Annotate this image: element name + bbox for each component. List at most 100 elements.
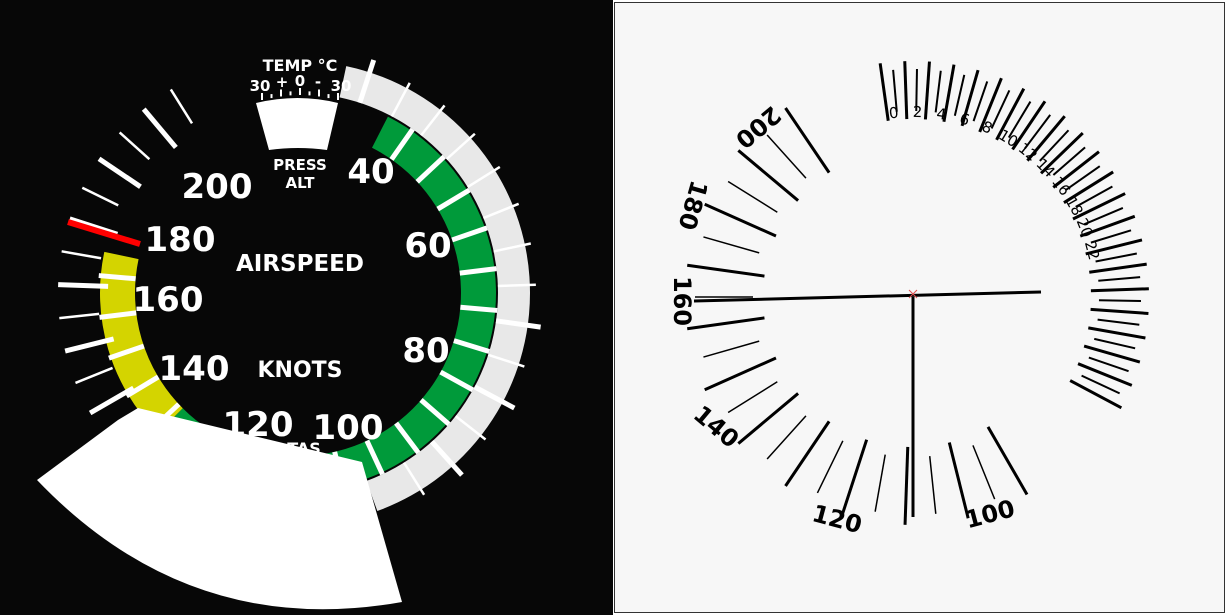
speed-tick <box>903 446 910 525</box>
arc-tick <box>978 77 1003 133</box>
temp-label: TEMP °C <box>263 56 338 75</box>
band-tick <box>429 439 464 477</box>
speed-label: 100 <box>313 408 384 448</box>
outer-left-tick <box>61 250 102 260</box>
band-tick <box>420 104 446 137</box>
press-alt-window <box>256 98 338 150</box>
arc-tick <box>934 70 942 113</box>
scale-label: 4 <box>935 105 947 124</box>
band-tick <box>402 461 426 496</box>
speed-tick <box>986 426 1029 496</box>
speed-tick <box>784 107 831 174</box>
speed-tick <box>727 180 778 213</box>
band-tick <box>445 132 476 161</box>
arc-tick <box>1090 229 1132 244</box>
speed-tick <box>784 420 831 487</box>
arc-separator-tick <box>415 154 446 184</box>
arc-tick <box>1026 115 1066 162</box>
speed-label: 120 <box>223 405 294 445</box>
arc-separator-tick <box>364 439 385 476</box>
outer-left-tick <box>118 131 151 161</box>
arc-tick <box>1077 362 1133 387</box>
tas-ring-cover <box>37 408 402 610</box>
arc-tick <box>1097 318 1140 326</box>
scale-label: 22 <box>1081 239 1103 262</box>
arc-separator-tick <box>99 310 137 320</box>
arc-tick <box>1079 214 1136 238</box>
speed-tick <box>766 415 807 460</box>
arc-tick <box>990 89 1011 129</box>
arc-tick <box>923 61 931 120</box>
arc-tick <box>953 74 966 116</box>
speed-label: 160 <box>133 280 204 320</box>
arc-tick <box>1083 344 1141 364</box>
arc-separator-tick <box>460 304 498 313</box>
arc-separator-tick <box>394 421 421 455</box>
speed-tick <box>687 263 765 278</box>
outer-left-tick <box>81 186 119 207</box>
speed-label: 140 <box>159 349 230 389</box>
speed-tick <box>947 442 970 519</box>
temp-scale-label: 0 <box>295 72 305 90</box>
arc-separator-tick <box>98 273 136 282</box>
scale-label: 12 <box>1015 139 1041 165</box>
scale-label: 20 <box>1073 215 1097 239</box>
band-tick <box>473 384 516 411</box>
speed-label: 180 <box>672 177 713 233</box>
arc-tick <box>892 69 898 112</box>
outer-left-tick <box>75 366 114 385</box>
speed-tick <box>704 202 777 238</box>
arc-tick <box>1088 356 1129 373</box>
scale-label: 16 <box>1048 173 1074 199</box>
speed-label: 80 <box>402 331 449 371</box>
speed-label: 60 <box>404 226 451 266</box>
arc-tick <box>1039 129 1070 162</box>
speed-tick <box>841 439 869 515</box>
outer-left-tick <box>97 156 142 189</box>
arc-separator-tick <box>125 374 160 399</box>
temp-scale-label: 30 <box>250 77 271 95</box>
speed-tick <box>766 134 807 179</box>
speed-label: 160 <box>668 276 696 326</box>
arc-tick <box>1095 252 1138 263</box>
scale-label: 2 <box>913 103 923 121</box>
arc-tick <box>1063 170 1114 204</box>
arc-tick <box>1040 131 1084 175</box>
arc-separator-tick <box>108 343 145 361</box>
speed-label: 40 <box>347 152 394 192</box>
arc-tick <box>903 61 909 120</box>
arc-tick <box>942 64 956 122</box>
arc-separator-tick <box>451 225 488 243</box>
arc-tick <box>1052 146 1086 176</box>
scale-label: 10 <box>995 126 1021 151</box>
arc-tick <box>1098 276 1141 282</box>
arc-separator-tick <box>436 187 471 212</box>
knots-label: KNOTS <box>257 358 342 383</box>
scale-ticks <box>58 59 541 496</box>
band-tick <box>357 59 377 104</box>
tas-label: TAS <box>287 439 321 458</box>
outer-left-tick <box>58 282 109 289</box>
arc-tick <box>1083 206 1124 226</box>
temp-scale-label: + <box>276 73 289 91</box>
speed-tick <box>816 440 844 494</box>
arc-separator-tick <box>389 127 415 161</box>
arc-tick <box>1007 101 1032 139</box>
arc-tick <box>1088 326 1146 340</box>
arc-tick <box>1075 185 1113 208</box>
band-tick <box>466 165 501 189</box>
scale-label: 6 <box>958 109 972 129</box>
arc-tick <box>1085 238 1143 256</box>
speed-tick <box>874 454 886 512</box>
temp-ticks <box>261 88 339 100</box>
band-tick <box>454 415 487 441</box>
speed-tick <box>727 381 778 414</box>
speed-label: 180 <box>145 220 216 260</box>
temp-scale-label: 30 <box>331 77 352 95</box>
red-line <box>67 219 141 247</box>
arc-tick <box>1072 192 1126 221</box>
band-tick <box>482 202 520 220</box>
arc-tick <box>1094 337 1136 350</box>
arc-tick <box>995 87 1026 141</box>
